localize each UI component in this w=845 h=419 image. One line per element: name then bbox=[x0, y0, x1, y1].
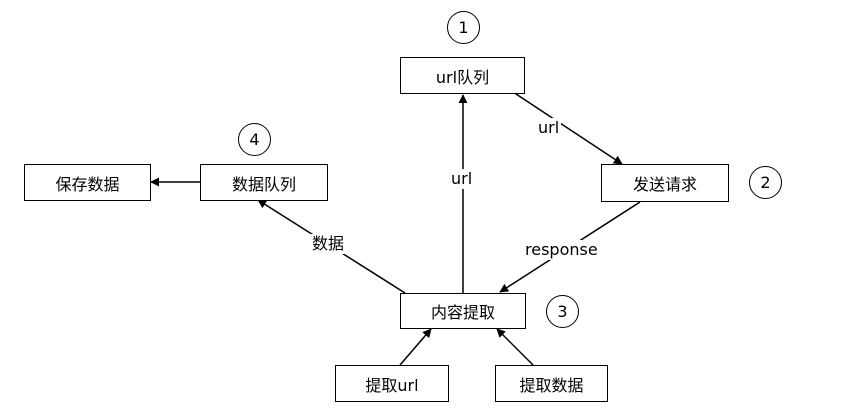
step-badge-3: 3 bbox=[546, 295, 579, 328]
node-content-extract: 内容提取 bbox=[400, 293, 526, 329]
node-url-queue: url队列 bbox=[400, 57, 525, 94]
edge-extracturl-to-extract bbox=[399, 328, 432, 366]
step-badge-1: 1 bbox=[447, 11, 480, 44]
node-save-data: 保存数据 bbox=[24, 164, 151, 201]
edge-extractdata-to-extract bbox=[496, 328, 534, 366]
step-badge-2: 2 bbox=[749, 166, 782, 199]
edge-label-extract-to-queue: url bbox=[449, 169, 475, 189]
edge-label-extract-to-dataqueue: 数据 bbox=[310, 234, 347, 254]
edge-queue-to-request bbox=[512, 91, 623, 165]
node-extract-data: 提取数据 bbox=[495, 365, 608, 402]
node-send-request: 发送请求 bbox=[601, 164, 729, 202]
node-data-queue: 数据队列 bbox=[200, 164, 328, 201]
step-badge-4: 4 bbox=[238, 123, 271, 156]
edge-label-request-to-extract: response bbox=[523, 240, 600, 260]
node-extract-url: 提取url bbox=[335, 365, 449, 402]
edge-label-queue-to-request: url bbox=[536, 118, 562, 138]
